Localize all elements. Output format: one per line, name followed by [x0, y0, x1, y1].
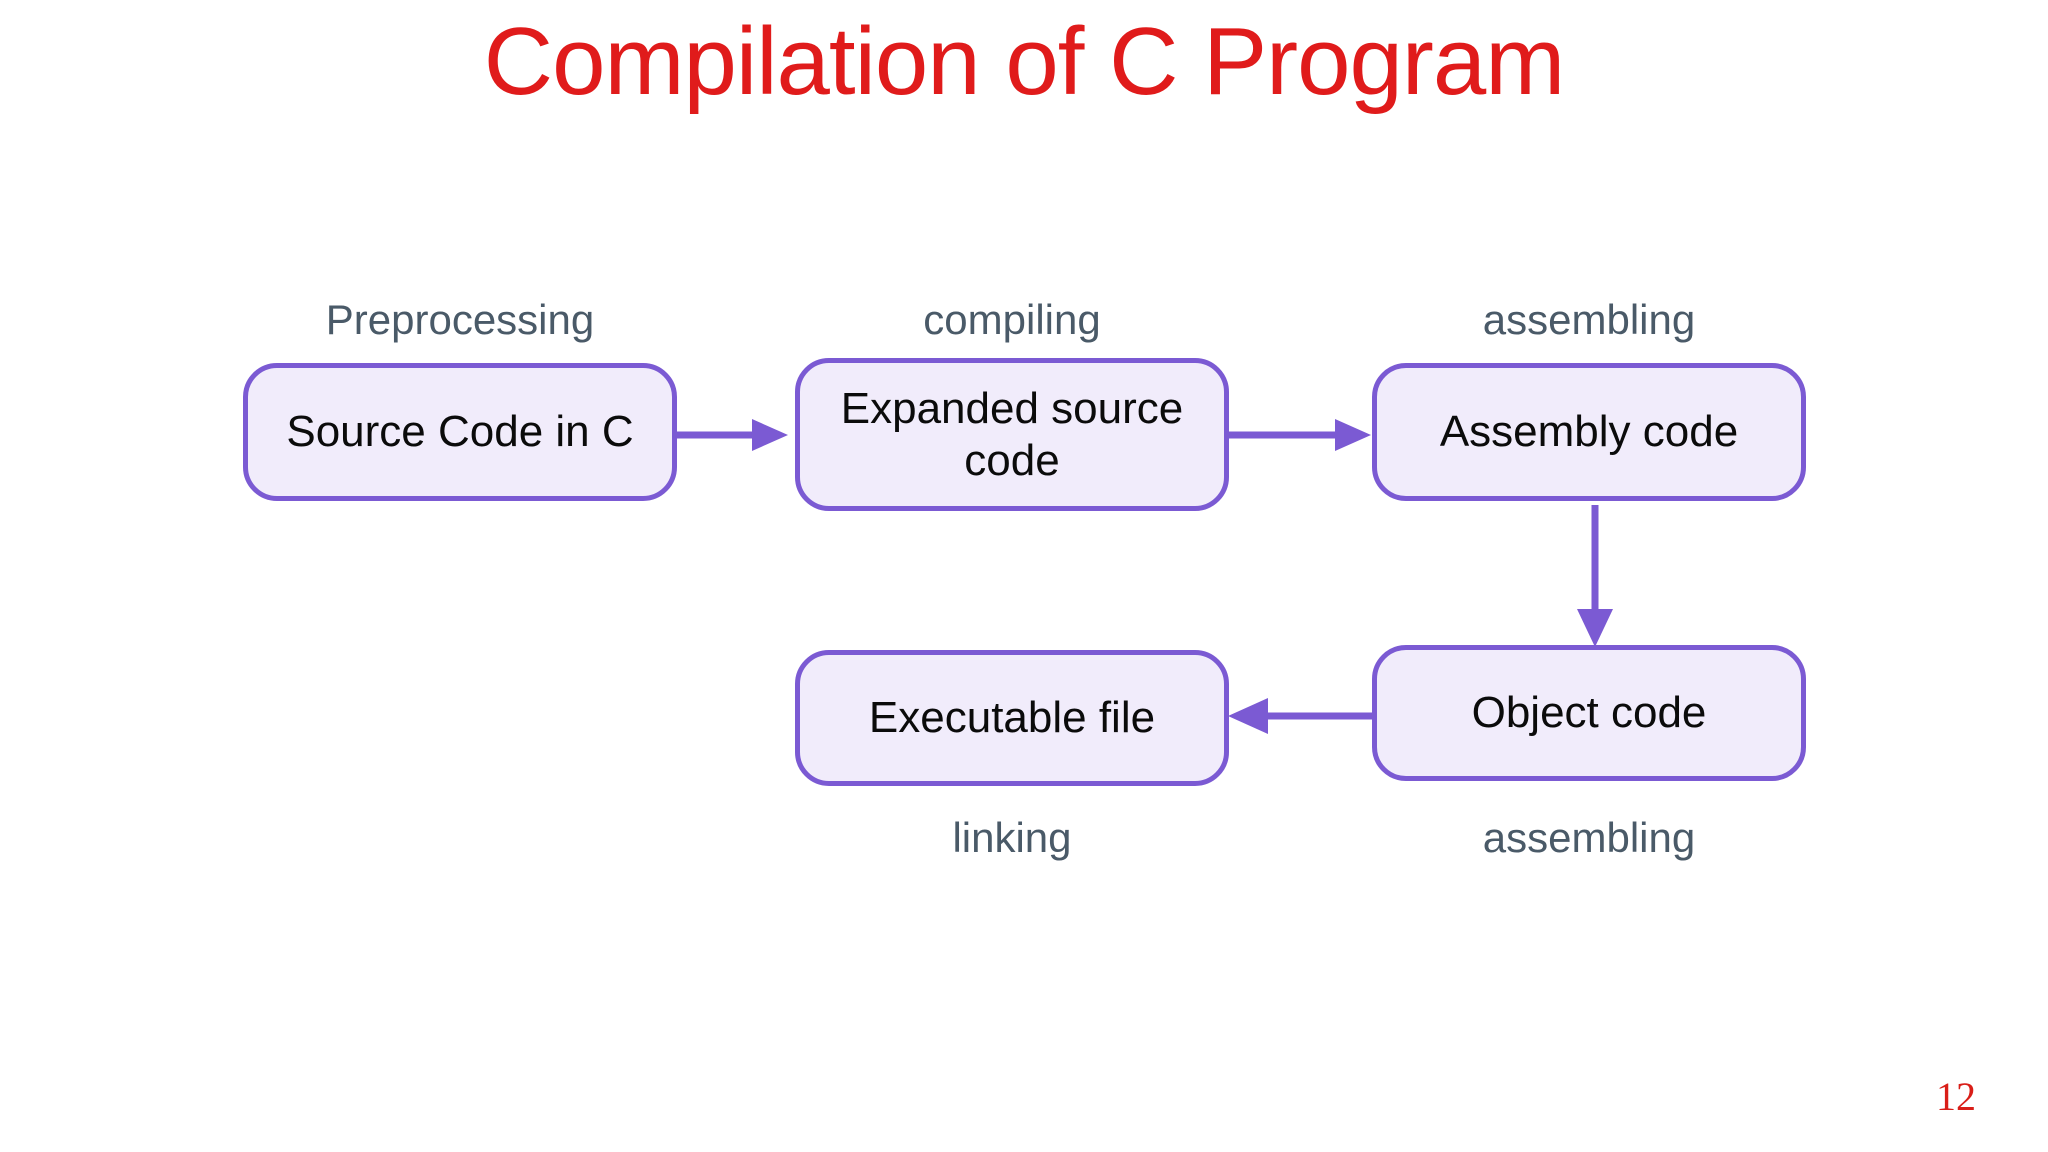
stage-label-compiling: compiling: [923, 296, 1101, 343]
flow-box-executable-file[interactable]: Executable file: [795, 650, 1229, 786]
flow-box-object-code[interactable]: Object code: [1372, 645, 1806, 781]
arrow-right-expanded-to-assembly-icon: [1225, 415, 1375, 460]
stage-label-assembling-top: assembling: [1482, 296, 1696, 343]
stage-label-assembling-bottom: assembling: [1482, 814, 1696, 861]
stage-label-linking: linking: [952, 814, 1072, 861]
arrow-down-assembly-to-object-icon: [1565, 503, 1625, 658]
page-number: 12: [1936, 1074, 1976, 1119]
flow-box-expanded-source-code[interactable]: Expanded source code: [795, 358, 1229, 511]
stage-label-preprocessing: Preprocessing: [325, 296, 595, 343]
arrow-left-object-to-executable-icon: [1222, 694, 1377, 743]
arrow-right-source-to-expanded-icon: [672, 415, 792, 460]
page-title: Compilation of C Program: [483, 8, 1565, 115]
flow-box-assembly-code[interactable]: Assembly code: [1372, 363, 1806, 501]
flow-box-source-code[interactable]: Source Code in C: [243, 363, 677, 501]
